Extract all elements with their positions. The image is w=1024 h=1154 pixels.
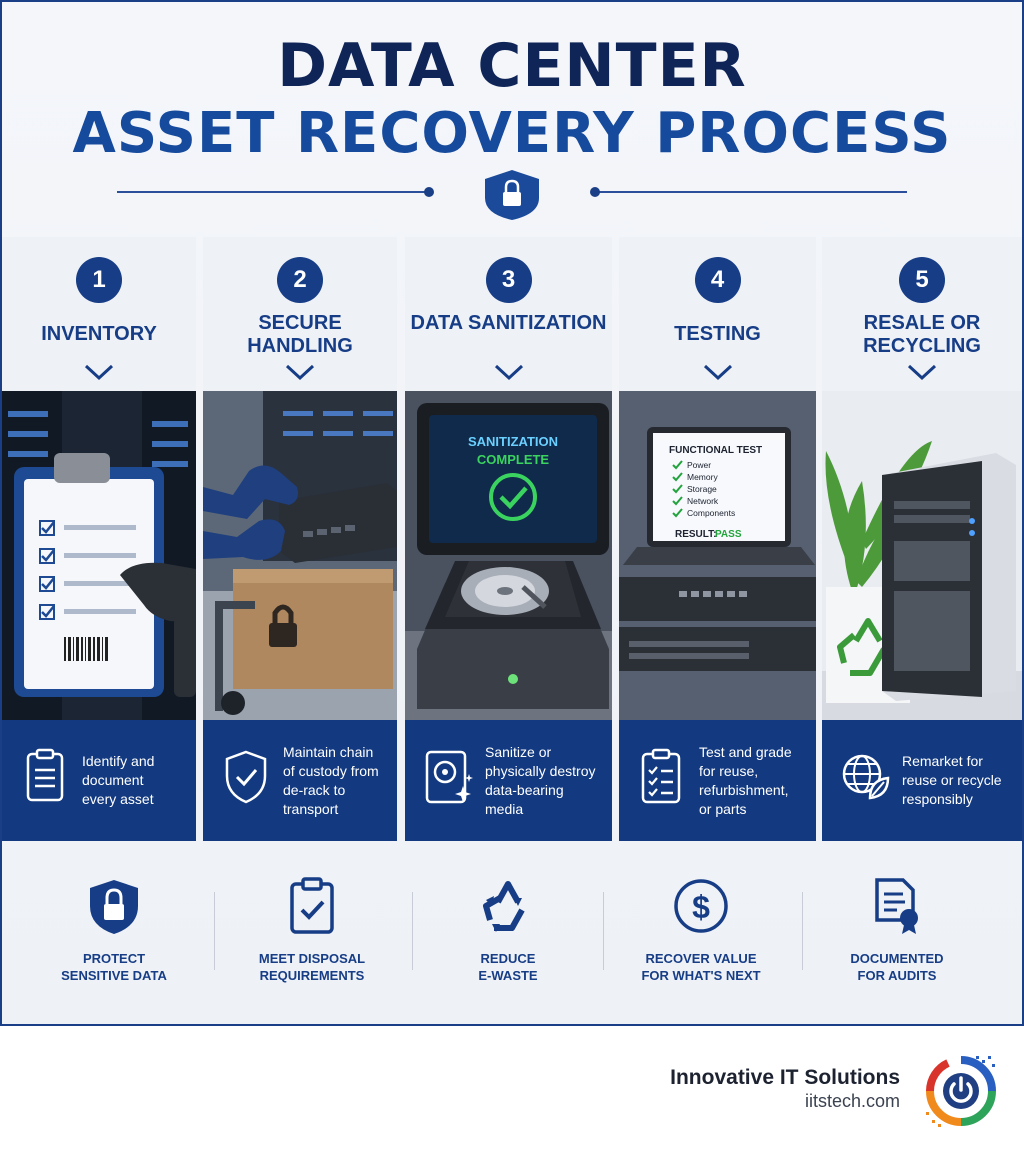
- test-checklist: Power Memory Storage Network Components: [672, 460, 735, 518]
- clipboard-icon: [26, 748, 64, 802]
- step-number: 3: [485, 257, 532, 303]
- step-description-panel: Identify and document every asset: [2, 720, 196, 841]
- recycle-icon: [483, 881, 525, 932]
- benefits-row: PROTECT SENSITIVE DATA MEET DISPOSAL REQ…: [2, 862, 1022, 1002]
- globe-leaf-icon: [842, 754, 890, 800]
- step-description: Test and grade for reuse, refurbishment,…: [699, 743, 792, 817]
- step-description-panel: Maintain chain of custody from de-rack t…: [203, 720, 397, 841]
- sanitization-illustration: SANITIZATION COMPLETE: [405, 391, 612, 720]
- benefit-reduce-ewaste: REDUCE E-WASTE: [413, 876, 603, 984]
- secure-handling-illustration: [203, 391, 397, 720]
- title-divider: [117, 170, 907, 220]
- benefit-separator: [412, 892, 413, 970]
- chevron-down-icon: [494, 364, 523, 381]
- benefit-protect-data: PROTECT SENSITIVE DATA: [19, 876, 209, 984]
- step-description: Sanitize or physically destroy data-bear…: [485, 743, 596, 817]
- test-result-value: PASS: [715, 529, 742, 540]
- step-number: 4: [694, 257, 741, 303]
- infographic-frame: DATA CENTER ASSET RECOVERY PROCESS 1 INV…: [0, 0, 1024, 1026]
- chevron-down-icon: [703, 364, 732, 381]
- step-data-sanitization: 3 DATA SANITIZATION SANITIZATION COMPLET…: [405, 237, 612, 841]
- step-title: RESALE OR RECYCLING: [863, 312, 981, 357]
- hard-drive-sparkle-icon: [425, 750, 473, 804]
- test-item: Power: [687, 460, 711, 470]
- padlock-icon: [269, 604, 297, 647]
- check-circle-icon: [489, 473, 537, 521]
- monitor-line-2: COMPLETE: [477, 452, 550, 467]
- benefit-separator: [603, 892, 604, 970]
- test-item: Storage: [687, 484, 717, 494]
- testing-illustration: FUNCTIONAL TEST Power Memory Storage Net…: [619, 391, 816, 720]
- step-number: 5: [899, 257, 945, 303]
- test-title: FUNCTIONAL TEST: [669, 445, 762, 456]
- padlock-shield-icon: [485, 170, 539, 220]
- step-description: Identify and document every asset: [82, 753, 155, 807]
- step-description: Remarket for reuse or recycle responsibl…: [902, 753, 1002, 807]
- chevron-down-icon: [907, 364, 937, 381]
- benefit-meet-requirements: MEET DISPOSAL REQUIREMENTS: [217, 876, 407, 984]
- step-description: Maintain chain of custody from de-rack t…: [283, 743, 379, 817]
- benefit-label: REDUCE E-WASTE: [478, 951, 538, 983]
- benefit-label: MEET DISPOSAL REQUIREMENTS: [258, 951, 366, 983]
- title-line-2: ASSET RECOVERY PROCESS: [72, 101, 952, 166]
- test-item: Network: [687, 496, 719, 506]
- monitor-line-1: SANITIZATION: [468, 434, 558, 449]
- brand-logo-power-icon: [926, 1056, 996, 1127]
- benefit-label: PROTECT SENSITIVE DATA: [61, 951, 167, 983]
- step-description-panel: Remarket for reuse or recycle responsibl…: [822, 720, 1022, 841]
- step-inventory: 1 INVENTORY: [2, 237, 196, 841]
- step-title: TESTING: [674, 323, 761, 345]
- benefit-separator: [214, 892, 215, 970]
- test-item: Memory: [687, 472, 718, 482]
- inventory-illustration: [2, 391, 196, 720]
- test-result-label: RESULT:: [675, 529, 716, 540]
- test-item: Components: [687, 508, 735, 518]
- checklist-icon: [641, 748, 681, 804]
- hard-drive-icon: [445, 561, 581, 617]
- brand-url[interactable]: iitstech.com: [804, 1091, 900, 1111]
- recycling-illustration: [822, 391, 1022, 720]
- step-title: DATA SANITIZATION: [410, 312, 607, 334]
- benefit-recover-value: $ RECOVER VALUE FOR WHAT'S NEXT: [606, 876, 796, 984]
- step-resale-or-recycling: 5 RESALE OR RECYCLING: [822, 237, 1022, 841]
- recycle-icon: [837, 618, 887, 676]
- benefit-documented-audits: DOCUMENTED FOR AUDITS: [802, 876, 992, 984]
- step-title: SECURE HANDLING: [247, 312, 353, 357]
- step-number: 1: [76, 257, 122, 303]
- step-secure-handling: 2 SECURE HANDLING: [203, 237, 397, 841]
- svg-text:$: $: [692, 889, 710, 925]
- step-description-panel: Test and grade for reuse, refurbishment,…: [619, 720, 816, 841]
- shield-check-icon: [225, 750, 267, 804]
- dollar-coin-icon: $: [674, 879, 728, 933]
- benefit-label: RECOVER VALUE FOR WHAT'S NEXT: [641, 951, 761, 983]
- benefit-label: DOCUMENTED FOR AUDITS: [850, 951, 944, 983]
- title-line-1: DATA CENTER: [277, 31, 747, 101]
- padlock-shield-icon: [90, 880, 138, 934]
- chevron-down-icon: [285, 364, 315, 381]
- step-testing: 4 TESTING FUNCTIONAL TEST Power Memory S…: [619, 237, 816, 841]
- step-number: 2: [277, 257, 323, 303]
- clipboard-check-icon: [290, 877, 334, 934]
- step-description-panel: Sanitize or physically destroy data-bear…: [405, 720, 612, 841]
- certificate-icon: [875, 878, 918, 934]
- step-title: INVENTORY: [41, 323, 157, 345]
- benefit-separator: [802, 892, 803, 970]
- brand-name: Innovative IT Solutions: [670, 1066, 900, 1089]
- chevron-down-icon: [84, 364, 114, 381]
- clipboard-icon: [39, 520, 136, 661]
